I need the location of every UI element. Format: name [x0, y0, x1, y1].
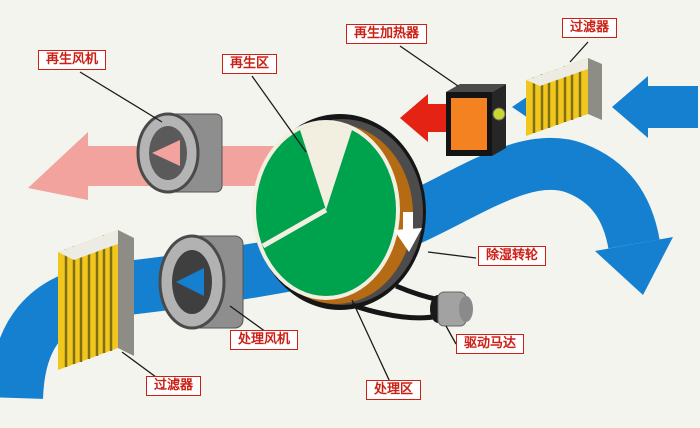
desiccant-wheel	[252, 114, 426, 310]
regen-inlet-arrow-right	[612, 76, 698, 138]
process-air-outlet-band	[370, 137, 660, 257]
hot-air-arrow	[400, 94, 448, 142]
label-regen-zone: 再生区	[222, 54, 278, 75]
wheel-regen-sector	[300, 123, 352, 210]
wheel-rotation-arrow	[403, 212, 413, 232]
drive-motor	[351, 283, 473, 327]
leader-process-fan	[229, 305, 267, 333]
regen-air-arrowhead	[28, 132, 88, 200]
label-motor: 驱动马达	[456, 334, 525, 355]
leader-lines	[79, 41, 589, 383]
label-regen-fan: 再生风机	[38, 50, 107, 71]
leader-regen-zone	[251, 75, 307, 153]
motor-end-cap	[459, 296, 473, 322]
filter-top-top-face	[526, 58, 602, 86]
heater-top-face	[446, 84, 506, 92]
leader-wheel	[427, 251, 477, 259]
filter-top-side-face	[588, 58, 602, 120]
label-process-zone: 处理区	[366, 380, 422, 401]
wheel-sector-divider	[261, 207, 328, 249]
filter-bottom-top-face	[58, 230, 134, 260]
wheel-rotation-arrowhead	[394, 228, 422, 252]
process-fan-inner-arrow	[176, 268, 204, 296]
leader-filter-top	[569, 41, 589, 63]
leader-regen-fan	[79, 71, 163, 123]
filter-bottom-side-face	[118, 230, 134, 356]
leader-motor	[445, 325, 457, 345]
process-air-outlet-arrow	[370, 137, 673, 295]
label-filter-top: 过滤器	[562, 18, 618, 39]
process-fan	[158, 234, 244, 330]
filter-bottom	[58, 230, 134, 370]
process-air-outlet-arrowhead	[595, 237, 673, 295]
label-regen-heater: 再生加热器	[346, 24, 428, 45]
label-filter-bottom: 过滤器	[146, 376, 202, 397]
leader-regen-heater	[399, 45, 459, 87]
heater-indicator-dot	[492, 107, 506, 121]
label-wheel: 除湿转轮	[478, 246, 547, 267]
regen-fan	[136, 112, 223, 194]
filter-top	[526, 58, 602, 136]
regen-fan-inner-arrow	[152, 140, 180, 166]
leader-process-zone	[351, 299, 391, 383]
label-process-fan: 处理风机	[230, 330, 299, 351]
leader-filter-bottom	[121, 351, 161, 381]
regen-heater	[446, 84, 506, 156]
heater-element	[451, 98, 487, 150]
